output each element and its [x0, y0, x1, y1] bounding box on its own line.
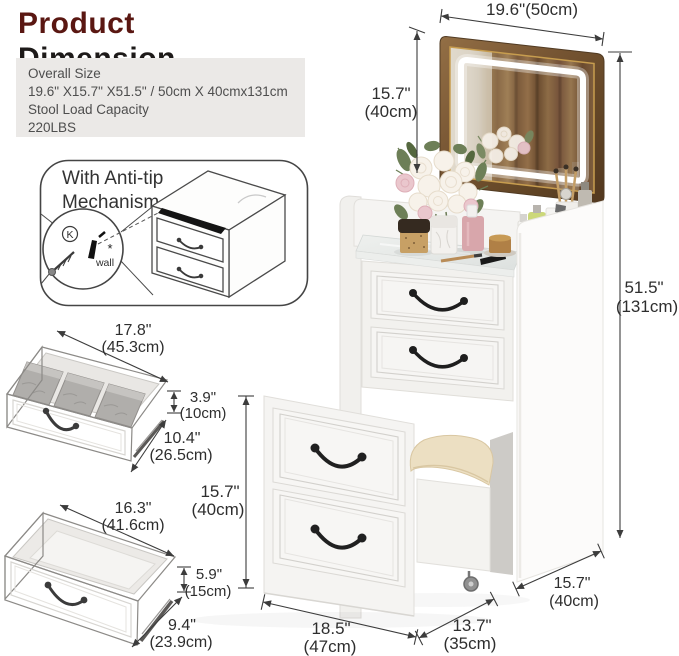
mirror-height-in: 15.7": [371, 84, 410, 103]
bottom-drawer-height-in: 5.9": [196, 566, 222, 583]
mirror-height-cm: (40cm): [365, 102, 418, 121]
overall-size-label: Overall Size: [28, 66, 101, 81]
top-drawer-illustration: [5, 345, 169, 462]
anti-tip-inset: With Anti-tip Mechanism: [39, 159, 309, 307]
bottom-drawer-handle: [44, 581, 88, 606]
top-drawer-depth-cm: (26.5cm): [149, 447, 212, 464]
dim-desk-depth: 15.7" (40cm): [512, 543, 605, 610]
hardware-key-circle: [61, 225, 79, 243]
mirror: [439, 35, 605, 204]
desk-drawer-handle-bottom: [409, 346, 468, 369]
dim-bottom-drawer-width: 16.3" (41.6cm): [59, 500, 175, 557]
overall-height-cm: (131cm): [616, 297, 678, 316]
wall-label: wall: [95, 257, 114, 269]
dim-mirror-height: 15.7" (40cm): [365, 26, 426, 173]
mirror-reflection-bouquet: [476, 126, 534, 164]
vanity-illustration: [190, 35, 605, 628]
white-marble-jar: [430, 215, 458, 255]
top-drawer-depth-in: 10.4": [164, 430, 201, 447]
bottom-drawer-depth-in: 9.4": [168, 617, 196, 634]
gold-jar: [484, 234, 516, 257]
bottom-drawer-width-in: 16.3": [115, 500, 152, 517]
anti-tip-dashed-leader: [97, 211, 161, 245]
dim-cabinet-width: 18.5" (47cm): [260, 594, 419, 656]
knee-space-shadow: [490, 432, 513, 575]
caster-wheel: [463, 571, 479, 592]
stool-load-label: Stool Load Capacity: [28, 102, 149, 117]
pink-spray-bottle: [462, 204, 484, 251]
top-drawer-height-in: 3.9": [190, 389, 216, 406]
stool: [409, 434, 494, 592]
overall-size-value: 19.6" X15.7" X51.5" / 50cm X 40cmx131cm: [28, 84, 288, 99]
cabinet-handle-bottom: [310, 524, 367, 550]
desk-drawer-handle-top: [409, 289, 468, 312]
page-title-line1: Product: [18, 7, 135, 40]
top-drawer-width-in: 17.8": [115, 322, 152, 339]
desk-depth-cm: (40cm): [549, 593, 599, 610]
cabinet-height-in: 15.7": [200, 482, 239, 501]
dim-mirror-width: 19.6"(50cm): [439, 0, 605, 47]
dim-top-drawer-depth: 10.4" (26.5cm): [130, 419, 213, 473]
mirror-led-ring: [458, 56, 586, 184]
dim-cabinet-height: 15.7" (40cm): [192, 395, 254, 589]
desk-right-panel: [516, 200, 604, 583]
star-mark: *: [107, 241, 112, 256]
dim-bottom-drawer-depth: 9.4" (23.9cm): [131, 596, 213, 651]
drawer-dividers: [12, 361, 146, 428]
cabinet-depth-in: 13.7": [452, 616, 491, 635]
anti-tip-bolt-icon: [88, 240, 97, 259]
bottom-drawer-width-cm: (41.6cm): [101, 517, 164, 534]
overall-height-in: 51.5": [624, 278, 663, 297]
top-drawer-handle: [42, 407, 80, 432]
cabinet-width-in: 18.5": [311, 619, 350, 638]
dim-top-drawer-height: 3.9" (10cm): [167, 389, 226, 422]
anti-tip-cabinet-drawing: [150, 170, 287, 299]
anti-tip-bracket: [158, 208, 226, 234]
cabinet-handle-top: [310, 443, 367, 469]
bottom-drawer-height-cm: (15cm): [185, 583, 232, 600]
dim-bottom-drawer-height: 5.9" (15cm): [177, 566, 231, 600]
overall-size-box: Overall Size 19.6" X15.7" X51.5" / 50cm …: [16, 58, 305, 137]
drawer-slide-rail: [132, 420, 166, 458]
crystal-knob: [560, 188, 572, 200]
dim-cabinet-depth: 13.7" (35cm): [414, 591, 499, 653]
cabinet-depth-cm: (35cm): [444, 634, 497, 653]
dimension-annotations: 19.6"(50cm) 15.7" (40cm) 51.5" (131cm): [56, 0, 678, 656]
stool-cushion: [409, 434, 494, 486]
mirror-width-label: 19.6"(50cm): [486, 0, 578, 19]
bottom-drawer-illustration: [3, 511, 177, 646]
anti-tip-detail-circle: K * wall: [42, 208, 161, 290]
mirror-gold-trim: [449, 46, 595, 194]
mobile-cabinet: [263, 395, 415, 617]
stool-load-value: 220LBS: [28, 120, 77, 135]
hardware-key-letter: K: [66, 229, 73, 241]
anti-tip-label-line1: With Anti-tip: [62, 168, 163, 189]
drawer-slide-rail: [139, 599, 174, 643]
screw-icon: [48, 251, 75, 276]
desk-drawer-unit: [361, 260, 514, 402]
anti-tip-label-line2: Mechanism: [62, 192, 159, 213]
top-drawer-width-cm: (45.3cm): [101, 339, 164, 356]
dim-overall-height: 51.5" (131cm): [608, 51, 678, 538]
stool-box: [416, 478, 491, 572]
dim-top-drawer-width: 17.8" (45.3cm): [56, 322, 169, 383]
makeup-brush: [440, 253, 483, 263]
bottom-drawer-depth-cm: (23.9cm): [149, 634, 212, 651]
top-drawer-height-cm: (10cm): [180, 405, 227, 422]
cabinet-height-cm: (40cm): [192, 500, 245, 519]
cabinet-width-cm: (47cm): [304, 637, 357, 656]
anti-tip-drawer-handles: [176, 237, 204, 279]
desk-depth-in: 15.7": [554, 575, 591, 592]
brown-speckled-jar: [398, 219, 430, 253]
